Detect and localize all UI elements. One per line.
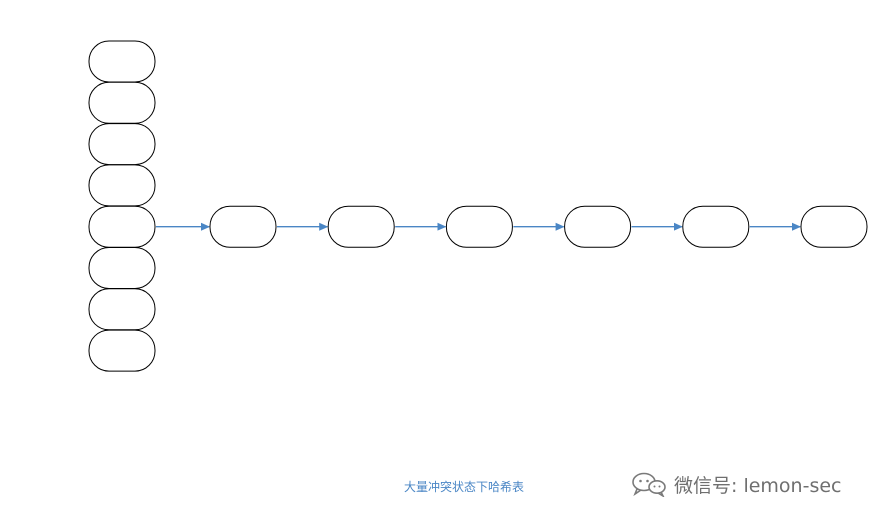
bucket-array bbox=[88, 40, 156, 372]
bucket-node bbox=[88, 329, 156, 372]
chain-node bbox=[564, 205, 632, 248]
bucket-node bbox=[88, 164, 156, 207]
bucket-node bbox=[88, 288, 156, 331]
watermark: 微信号: lemon-sec bbox=[630, 470, 841, 498]
chain-node bbox=[800, 205, 868, 248]
collision-chain bbox=[156, 205, 868, 248]
bucket-node bbox=[88, 40, 156, 83]
bucket-node bbox=[88, 81, 156, 124]
chain-node bbox=[445, 205, 513, 248]
bucket-node bbox=[88, 205, 156, 248]
bucket-node bbox=[88, 247, 156, 289]
diagram-caption: 大量冲突状态下哈希表 bbox=[404, 480, 525, 494]
wechat-icon bbox=[632, 472, 666, 497]
watermark-text: 微信号: lemon-sec bbox=[674, 474, 842, 497]
bucket-node bbox=[88, 123, 156, 166]
chain-node bbox=[327, 205, 395, 248]
chain-node bbox=[209, 205, 277, 248]
chain-node bbox=[682, 205, 750, 248]
